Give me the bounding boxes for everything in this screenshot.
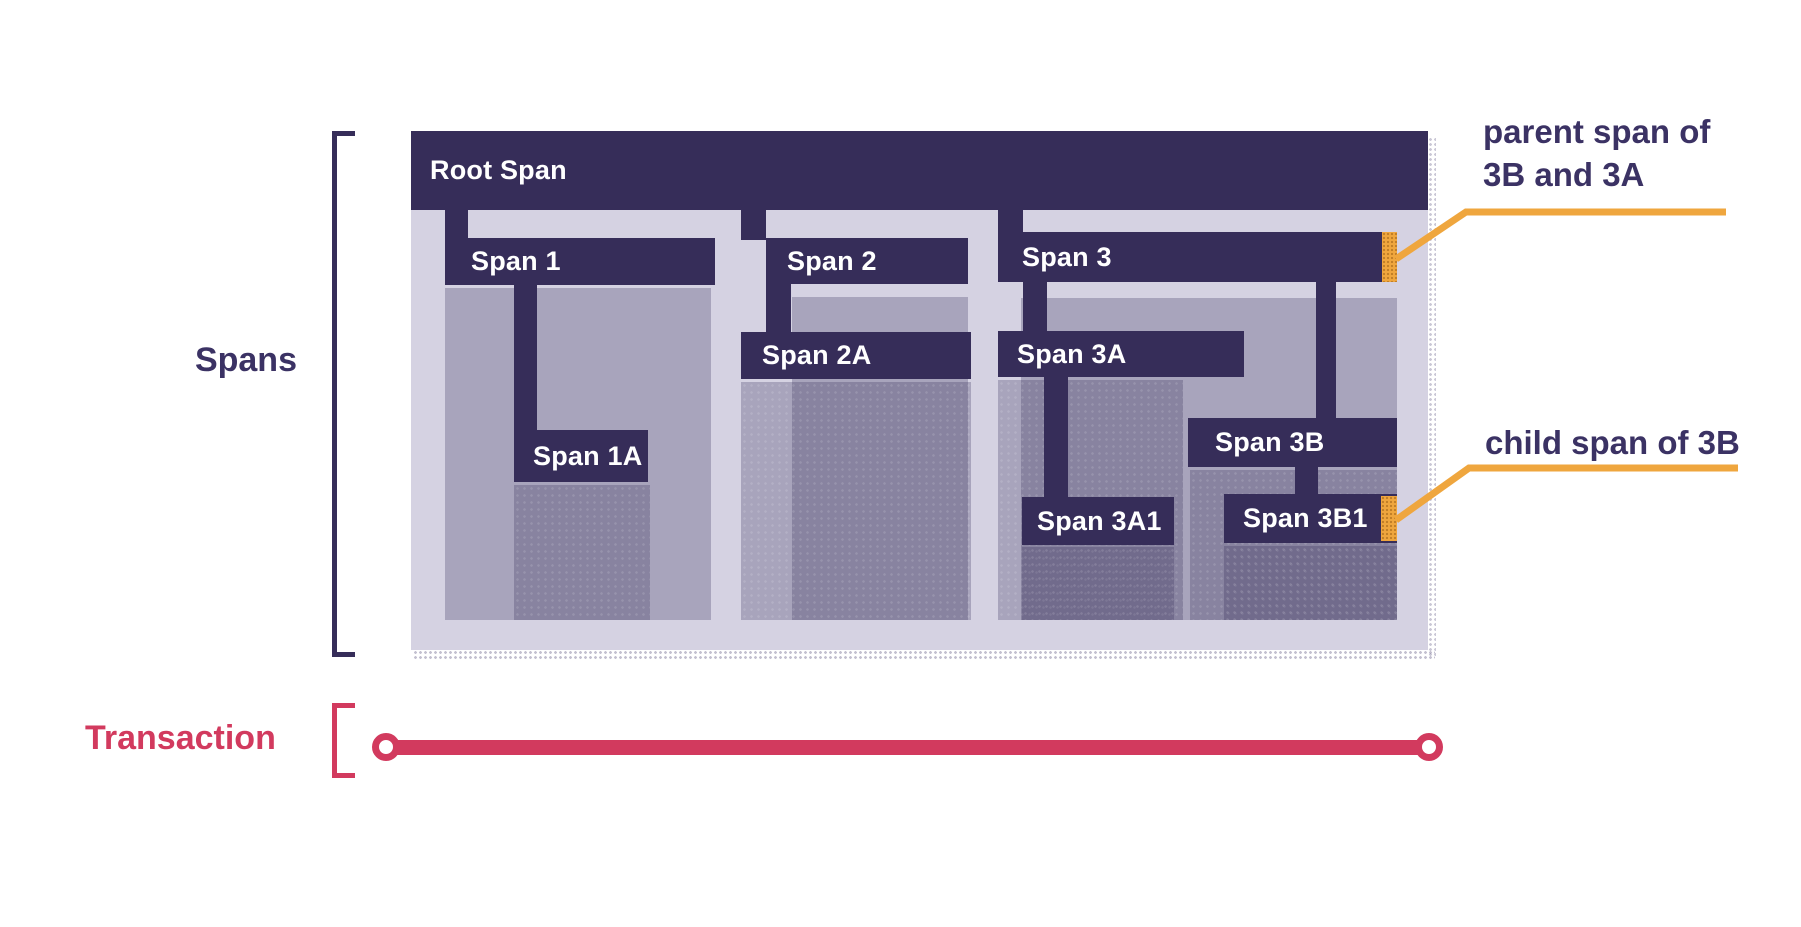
span-bar-span3a1: Span 3A1 [1022,497,1174,545]
span-bar-span3: Span 3 [998,232,1397,282]
span-bar-span3a1-label: Span 3A1 [1037,505,1162,536]
transaction-timeline [390,740,1422,755]
span-bar-span3a: Span 3A [998,331,1244,377]
transaction-bracket-bottom-foot [332,773,355,778]
annotation-child-span: child span of 3B [1485,421,1740,464]
span-bar-root: Root Span [411,131,1428,210]
transaction-end-circle [1415,733,1443,761]
connector-span1-to-span1a [514,284,537,432]
spans-bracket-top-foot [332,131,355,136]
span-bar-span3b: Span 3B [1188,418,1397,467]
connector-span3-to-span3b [1316,282,1336,420]
transaction-label: Transaction [85,719,276,757]
connector-root-to-span3 [998,210,1023,234]
span-body-span1a [514,485,650,620]
span-body-span3a1 [1022,547,1174,620]
span-bar-span3-label: Span 3 [1022,241,1112,272]
annotation-parent-span-line2: 3B and 3A [1483,156,1645,193]
connector-span3-to-span3a [1023,282,1047,333]
spans-bracket-bottom-foot [332,652,355,657]
span-bar-span3b-label: Span 3B [1215,427,1325,457]
span-bar-span3b1-label: Span 3B1 [1243,503,1368,533]
span-bar-span1: Span 1 [445,238,715,285]
span-bar-root-label: Root Span [430,155,567,185]
span-bar-span3b1: Span 3B1 [1224,494,1397,543]
span-bar-span2a: Span 2A [741,332,971,379]
spans-bracket-line [332,131,337,657]
annotation-child-span-line1: child span of 3B [1485,424,1740,461]
spans-container [411,131,1436,659]
parent-annotation-line [1394,208,1726,262]
transaction-bracket-top-foot [332,703,355,708]
span-bar-span1a: Span 1A [514,430,648,482]
connector-root-to-span2 [741,210,766,240]
connector-span3a-to-span3a1 [1044,377,1068,500]
span-body-span3b1 [1224,546,1397,620]
highlight-tab-span3b1 [1381,496,1397,541]
transaction-bracket-line [332,703,337,778]
span-bar-span2: Span 2 [766,238,968,284]
transaction-start-circle [372,733,400,761]
highlight-tab-span3 [1382,232,1397,282]
span-bar-span1-label: Span 1 [471,246,561,276]
span-bar-span2a-label: Span 2A [762,340,872,370]
connector-root-to-span1 [445,210,468,240]
connector-span3b-to-span3b1 [1295,466,1318,496]
span-body-span2a [741,382,971,620]
connector-span2-to-span2a [766,284,791,334]
span-bar-span3a-label: Span 3A [1017,338,1127,369]
spans-label: Spans [194,341,297,379]
span-bar-span2-label: Span 2 [787,245,877,276]
span-bar-span1a-label: Span 1A [533,440,643,471]
child-annotation-line [1393,464,1738,523]
annotation-parent-span-line1: parent span of [1483,113,1711,150]
annotation-parent-span: parent span of 3B and 3A [1483,110,1710,196]
